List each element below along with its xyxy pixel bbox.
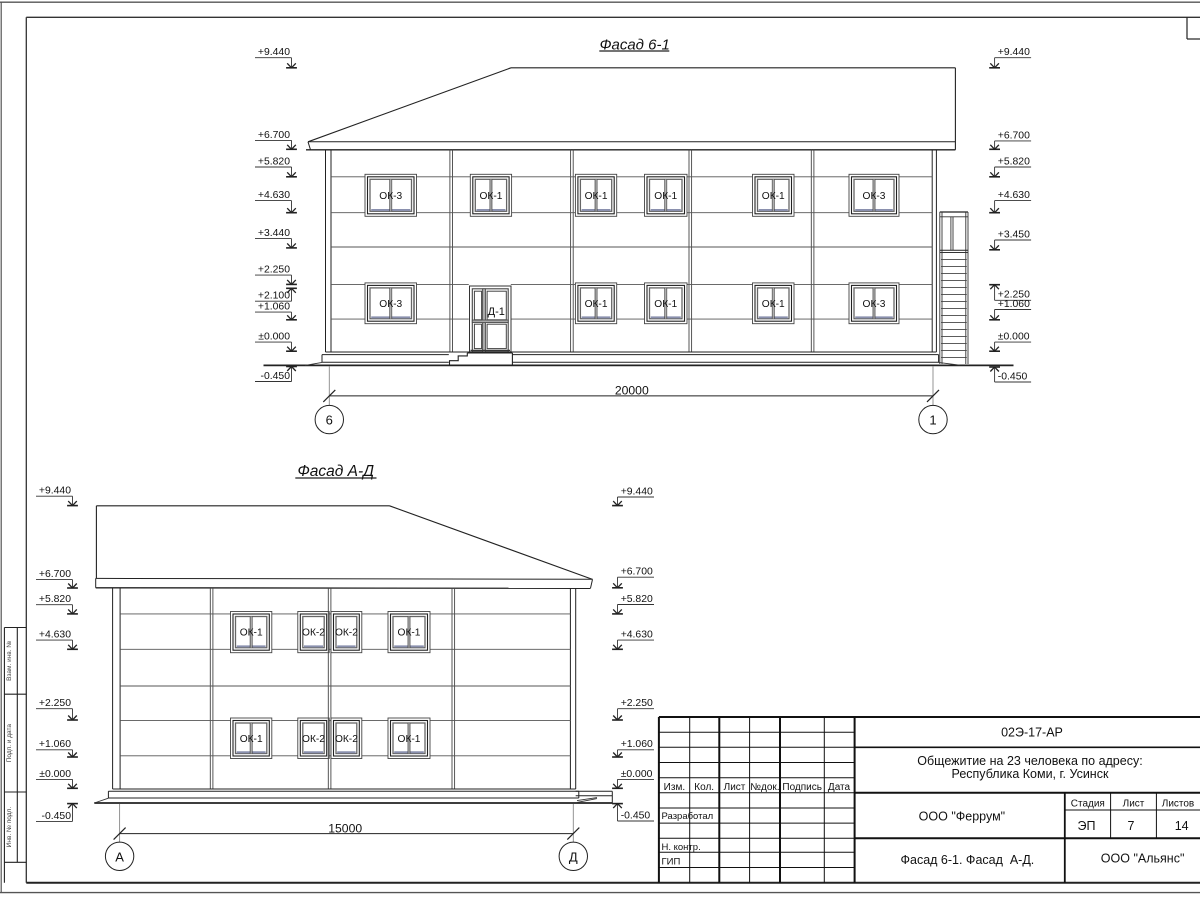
svg-text:Фасад 6-1: Фасад 6-1 — [600, 36, 670, 53]
svg-text:-0.450: -0.450 — [42, 811, 72, 822]
svg-text:+9.440: +9.440 — [621, 486, 653, 497]
svg-text:ОК-1: ОК-1 — [585, 191, 608, 202]
svg-text:Общежитие на 23 человека по ад: Общежитие на 23 человека по адресу: — [917, 754, 1142, 768]
svg-text:+4.630: +4.630 — [258, 190, 290, 201]
svg-text:ОК-3: ОК-3 — [863, 299, 886, 310]
svg-text:ОК-2: ОК-2 — [302, 734, 325, 745]
svg-text:Дата: Дата — [828, 782, 851, 793]
svg-text:ОК-2: ОК-2 — [335, 734, 358, 745]
svg-text:Взам. инв. №: Взам. инв. № — [6, 641, 13, 681]
svg-text:-0.450: -0.450 — [261, 371, 291, 382]
svg-text:Листов: Листов — [1162, 798, 1195, 809]
svg-text:+6.700: +6.700 — [998, 130, 1030, 141]
svg-text:Подп. и дата: Подп. и дата — [6, 724, 13, 763]
svg-text:ОК-1: ОК-1 — [762, 299, 785, 310]
svg-text:ОК-3: ОК-3 — [863, 191, 886, 202]
svg-text:+3.440: +3.440 — [258, 228, 290, 239]
svg-text:+6.700: +6.700 — [258, 130, 290, 141]
svg-text:6: 6 — [326, 413, 333, 428]
svg-text:ОК-3: ОК-3 — [379, 191, 402, 202]
svg-text:+5.820: +5.820 — [998, 156, 1030, 167]
svg-text:Д-1: Д-1 — [488, 306, 505, 318]
svg-text:Фасад А-Д: Фасад А-Д — [297, 463, 374, 480]
svg-text:ОК-2: ОК-2 — [335, 628, 358, 639]
svg-text:+1.060: +1.060 — [39, 739, 71, 750]
svg-text:+9.440: +9.440 — [258, 47, 290, 58]
svg-text:±0.000: ±0.000 — [39, 769, 71, 780]
svg-text:ОК-1: ОК-1 — [240, 628, 263, 639]
svg-text:+2.250: +2.250 — [998, 290, 1030, 301]
svg-text:1: 1 — [929, 413, 936, 428]
svg-text:±0.000: ±0.000 — [258, 332, 290, 343]
svg-text:Лист: Лист — [1123, 798, 1145, 809]
svg-text:+2.250: +2.250 — [621, 698, 653, 709]
svg-text:ОК-1: ОК-1 — [479, 191, 502, 202]
svg-text:Фасад 6-1. Фасад А-Д.: Фасад 6-1. Фасад А-Д. — [901, 853, 1035, 867]
svg-text:+1.060: +1.060 — [998, 299, 1030, 310]
svg-text:№док.: №док. — [750, 782, 779, 793]
svg-text:ОК-1: ОК-1 — [654, 299, 677, 310]
svg-text:ОК-1: ОК-1 — [585, 299, 608, 310]
svg-text:+4.630: +4.630 — [621, 630, 653, 641]
svg-text:Изм.: Изм. — [664, 782, 685, 793]
svg-text:+2.100: +2.100 — [258, 291, 290, 302]
svg-text:+1.060: +1.060 — [258, 302, 290, 313]
svg-text:Разработал: Разработал — [662, 811, 714, 822]
svg-text:ОК-2: ОК-2 — [302, 628, 325, 639]
svg-text:+6.700: +6.700 — [621, 567, 653, 578]
svg-text:ОК-3: ОК-3 — [379, 299, 402, 310]
svg-text:+6.700: +6.700 — [39, 569, 71, 580]
svg-text:Инв. № подл.: Инв. № подл. — [6, 807, 13, 848]
svg-text:А: А — [115, 849, 124, 864]
svg-text:Стадия: Стадия — [1071, 798, 1105, 809]
svg-text:+5.820: +5.820 — [39, 594, 71, 605]
svg-text:+2.250: +2.250 — [258, 265, 290, 276]
svg-text:ОК-1: ОК-1 — [654, 191, 677, 202]
svg-text:Республика Коми, г. Усинск: Республика Коми, г. Усинск — [952, 767, 1109, 781]
svg-text:+2.250: +2.250 — [39, 698, 71, 709]
svg-text:+5.820: +5.820 — [621, 594, 653, 605]
svg-text:7: 7 — [1128, 819, 1135, 833]
svg-text:Подпись: Подпись — [782, 782, 822, 793]
svg-text:ОК-1: ОК-1 — [240, 734, 263, 745]
svg-text:+9.440: +9.440 — [39, 486, 71, 497]
svg-text:-0.450: -0.450 — [998, 371, 1028, 382]
svg-text:±0.000: ±0.000 — [621, 769, 653, 780]
svg-text:ОК-1: ОК-1 — [762, 191, 785, 202]
svg-text:+5.820: +5.820 — [258, 156, 290, 167]
svg-text:20000: 20000 — [615, 384, 649, 398]
svg-text:02Э-17-АР: 02Э-17-АР — [1001, 726, 1063, 740]
svg-text:ООО "Феррум": ООО "Феррум" — [919, 810, 1005, 824]
svg-text:+9.440: +9.440 — [998, 47, 1030, 58]
svg-text:Лист: Лист — [724, 782, 746, 793]
svg-text:Н. контр.: Н. контр. — [662, 842, 701, 853]
svg-text:±0.000: ±0.000 — [998, 332, 1030, 343]
svg-text:+4.630: +4.630 — [998, 190, 1030, 201]
svg-text:Кол.: Кол. — [694, 782, 714, 793]
svg-text:ОК-1: ОК-1 — [398, 628, 421, 639]
svg-text:15000: 15000 — [328, 822, 362, 836]
svg-text:ГИП: ГИП — [662, 857, 681, 868]
svg-text:Д: Д — [569, 849, 578, 864]
svg-text:+1.060: +1.060 — [621, 739, 653, 750]
svg-text:ООО "Альянс": ООО "Альянс" — [1101, 852, 1185, 866]
svg-text:-0.450: -0.450 — [621, 810, 651, 821]
svg-text:ОК-1: ОК-1 — [398, 734, 421, 745]
svg-text:+3.450: +3.450 — [998, 229, 1030, 240]
svg-text:14: 14 — [1175, 819, 1189, 833]
svg-text:+4.630: +4.630 — [39, 630, 71, 641]
svg-text:ЭП: ЭП — [1078, 819, 1096, 833]
